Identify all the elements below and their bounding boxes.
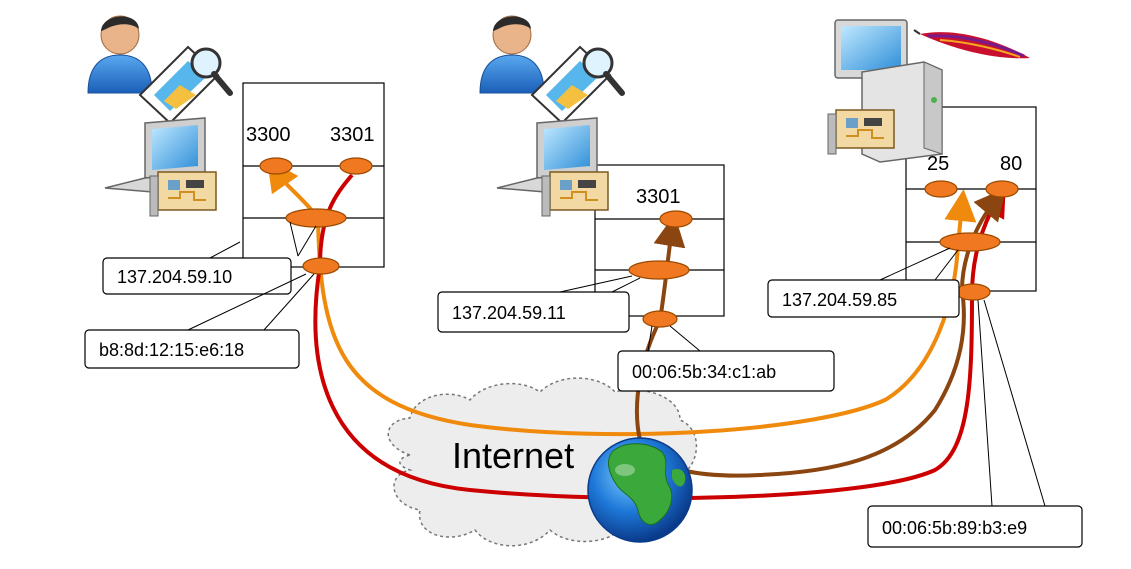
middle-mac-node (642, 310, 678, 328)
right-port-25-node (924, 180, 958, 198)
middle-mac-callout: 00:06:5b:34:c1:ab (617, 325, 835, 392)
middle-ip-callout: 137.204.59.11 (437, 275, 641, 333)
right-port-label-2: 80 (1000, 153, 1022, 175)
image-search-icon (530, 45, 625, 125)
middle-ip-node (628, 260, 690, 280)
left-port-3300-node (259, 157, 293, 175)
monitor-icon (834, 19, 908, 79)
left-port-3301-node (339, 157, 373, 175)
middle-port-label: 3301 (636, 186, 681, 208)
left-host-stack (242, 82, 385, 268)
middle-port-3301-node (659, 210, 693, 228)
globe-icon (587, 437, 693, 543)
left-mac-node (302, 257, 340, 275)
right-ip-text: 137.204.59.85 (782, 290, 897, 310)
network-card-icon (541, 171, 609, 217)
left-mac-text: b8:8d:12:15:e6:18 (99, 340, 244, 360)
right-ip-callout: 137.204.59.85 (767, 247, 960, 318)
right-port-80-node (985, 180, 1019, 198)
right-mac-node (955, 283, 991, 301)
middle-mac-text: 00:06:5b:34:c1:ab (632, 362, 776, 382)
network-card-icon (149, 171, 217, 217)
left-port-label-2: 3301 (330, 124, 375, 146)
internet-label: Internet (452, 435, 574, 476)
user-icon (87, 15, 153, 94)
image-search-icon (138, 45, 233, 125)
left-ip-callout: 137.204.59.10 (102, 221, 317, 295)
right-port-label-1: 25 (927, 153, 949, 175)
right-mac-callout: 00:06:5b:89:b3:e9 (867, 299, 1083, 548)
left-ip-node (285, 208, 347, 228)
feather-icon (913, 29, 1030, 59)
user-icon (479, 15, 545, 94)
middle-ip-text: 137.204.59.11 (452, 303, 566, 323)
left-port-label-1: 3300 (246, 124, 291, 146)
left-mac-callout: b8:8d:12:15:e6:18 (84, 273, 315, 369)
left-ip-text: 137.204.59.10 (117, 267, 232, 287)
orange-connection-main (316, 189, 977, 437)
network-card-icon (827, 109, 895, 155)
right-mac-text: 00:06:5b:89:b3:e9 (882, 518, 1027, 538)
right-ip-node (939, 232, 1001, 252)
